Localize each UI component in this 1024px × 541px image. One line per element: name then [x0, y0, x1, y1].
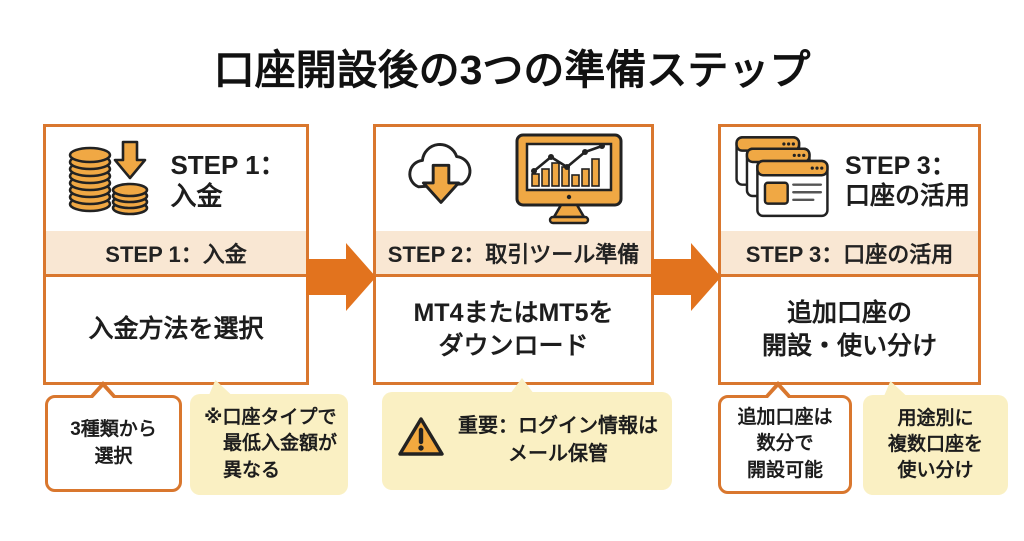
cloud-download-icon — [398, 136, 484, 227]
step2-body-line1: MT4またはMT5を — [413, 299, 614, 327]
step1-header: STEP 1： 入金 — [46, 127, 306, 231]
step2-body: MT4またはMT5を ダウンロード — [376, 277, 651, 382]
step2-body-line2: ダウンロード — [438, 331, 589, 360]
callout-line: 用途別に — [897, 407, 974, 429]
step3-body-line2: 開設・使い分け — [761, 331, 937, 360]
callout-line: 追加口座は — [737, 407, 833, 429]
step1-note-account-type: ※口座タイプで 最低入金額が 異なる — [190, 394, 348, 495]
step3-header: STEP 3： 口座の活用 — [721, 127, 978, 231]
step3-callout-minutes: 追加口座は 数分で 開設可能 — [718, 381, 852, 494]
flow-arrow-1-icon — [306, 243, 376, 311]
callout-line: 3種類から — [70, 419, 157, 441]
callout-line: 数分で — [756, 433, 814, 455]
step3-body: 追加口座の 開設・使い分け — [721, 277, 978, 382]
step3-heading-line2: 口座の活用 — [845, 182, 971, 210]
coin-stacks-deposit-icon — [66, 138, 158, 225]
warning-triangle-icon — [396, 414, 446, 469]
callout-line: メール保管 — [508, 443, 608, 465]
callout-line: 重要：ログイン情報は — [458, 415, 658, 438]
step3-heading: STEP 3： 口座の活用 — [845, 151, 970, 211]
step3-body-line1: 追加口座の — [786, 299, 912, 327]
step1-heading-line1: STEP 1： — [170, 149, 286, 180]
step1-body: 入金方法を選択 — [46, 277, 306, 382]
step1-box: STEP 1： 入金 STEP 1：入金 入金方法を選択 — [43, 124, 309, 385]
step3-band-label: STEP 3：口座の活用 — [721, 231, 978, 277]
step2-header — [376, 127, 651, 231]
step3-box: STEP 3： 口座の活用 STEP 3：口座の活用 追加口座の 開設・使い分け — [718, 124, 981, 385]
step1-band-label: STEP 1：入金 — [46, 231, 306, 277]
callout-line: 最低入金額が — [223, 433, 338, 455]
step1-callout-choices: 3種類から 選択 — [45, 381, 182, 492]
callout-line: 開設可能 — [746, 459, 823, 481]
step2-note-login-info: 重要：ログイン情報は メール保管 — [382, 378, 672, 490]
browser-windows-icon — [729, 135, 835, 228]
step2-note-text: 重要：ログイン情報は メール保管 — [458, 413, 658, 468]
callout-line: ※口座タイプで — [204, 407, 337, 429]
callout-line: 異なる — [223, 459, 281, 481]
step2-band-label: STEP 2：取引ツール準備 — [376, 231, 651, 277]
step3-heading-line1: STEP 3： — [845, 152, 956, 180]
callout-line: 複数口座を — [887, 433, 983, 455]
step3-note-multi-account: 用途別に 複数口座を 使い分け — [863, 395, 1008, 495]
step1-heading-line2: 入金 — [170, 181, 223, 211]
flow-arrow-2-icon — [651, 243, 721, 311]
callout-line: 選択 — [94, 445, 133, 467]
step2-box: STEP 2：取引ツール準備 MT4またはMT5を ダウンロード — [373, 124, 654, 385]
trading-chart-monitor-icon — [508, 131, 630, 231]
page-title: 口座開設後の3つの準備ステップ — [213, 47, 811, 93]
step1-heading: STEP 1： 入金 — [170, 150, 285, 212]
callout-line: 使い分け — [897, 460, 974, 482]
step1-body-line1: 入金方法を選択 — [88, 315, 264, 344]
